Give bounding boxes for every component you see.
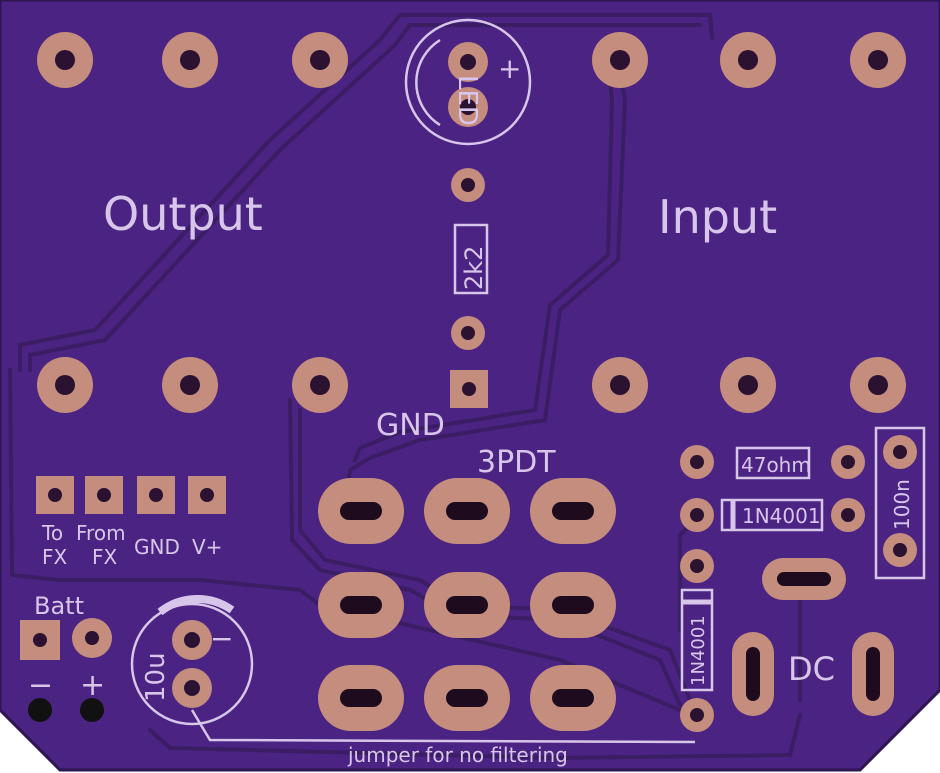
- diode-horizontal: 1N4001: [680, 498, 865, 532]
- capacitor-100n: 100n: [874, 426, 926, 580]
- jumper-line: [190, 709, 696, 744]
- led-label: LED: [452, 75, 482, 126]
- diode-1-label: 1N4001: [742, 504, 821, 528]
- gnd-header-label: GND: [134, 535, 180, 559]
- capacitor-10u: 10u −: [130, 594, 254, 726]
- trace-output-led-2: [28, 23, 702, 372]
- trace-input-switch: [343, 68, 627, 507]
- switch-label: 3PDT: [477, 445, 556, 480]
- output-label: Output: [103, 187, 263, 241]
- resistor-47ohm: 47ohm: [680, 445, 865, 480]
- jumper-label: jumper for no filtering: [347, 743, 568, 767]
- dc-jack: DC: [732, 558, 894, 716]
- trace-input-switch-2: [353, 78, 614, 462]
- cap-100n-label: 100n: [890, 479, 914, 530]
- batt-label: Batt: [34, 592, 84, 620]
- trace-batt: [8, 368, 682, 712]
- jack-pads-top: [37, 32, 906, 88]
- jack-pads-middle: [37, 357, 906, 413]
- trace-output-led: [18, 13, 714, 372]
- vplus-label: V+: [192, 535, 222, 559]
- header-pads: To FX From FX GND V+: [36, 476, 226, 569]
- resistor-47-label: 47ohm: [741, 453, 811, 477]
- trace-bottom: [148, 713, 802, 760]
- led-plus-label: +: [498, 52, 521, 85]
- gnd-main-label: GND: [376, 408, 445, 443]
- batt-minus-label: −: [28, 668, 53, 703]
- led-footprint: + LED: [404, 18, 532, 146]
- dc-label: DC: [788, 650, 835, 688]
- cap-10u-label: 10u: [141, 652, 171, 702]
- input-label: Input: [658, 190, 777, 244]
- switch-3pdt-pads: [318, 478, 616, 731]
- to-fx-label-2: FX: [42, 545, 68, 569]
- batt-plus-label: +: [80, 668, 105, 703]
- resistor-2k2-label: 2k2: [460, 246, 488, 290]
- cap-minus-label: −: [210, 622, 233, 655]
- diode-2-label: 1N4001: [688, 615, 709, 686]
- battery-connector: Batt − +: [20, 592, 112, 722]
- from-fx-label-1: From: [76, 521, 126, 545]
- diode-vertical: 1N4001: [680, 549, 714, 732]
- resistor-2k2: 2k2: [450, 168, 489, 408]
- from-fx-label-2: FX: [92, 545, 118, 569]
- to-fx-label-1: To: [41, 521, 63, 545]
